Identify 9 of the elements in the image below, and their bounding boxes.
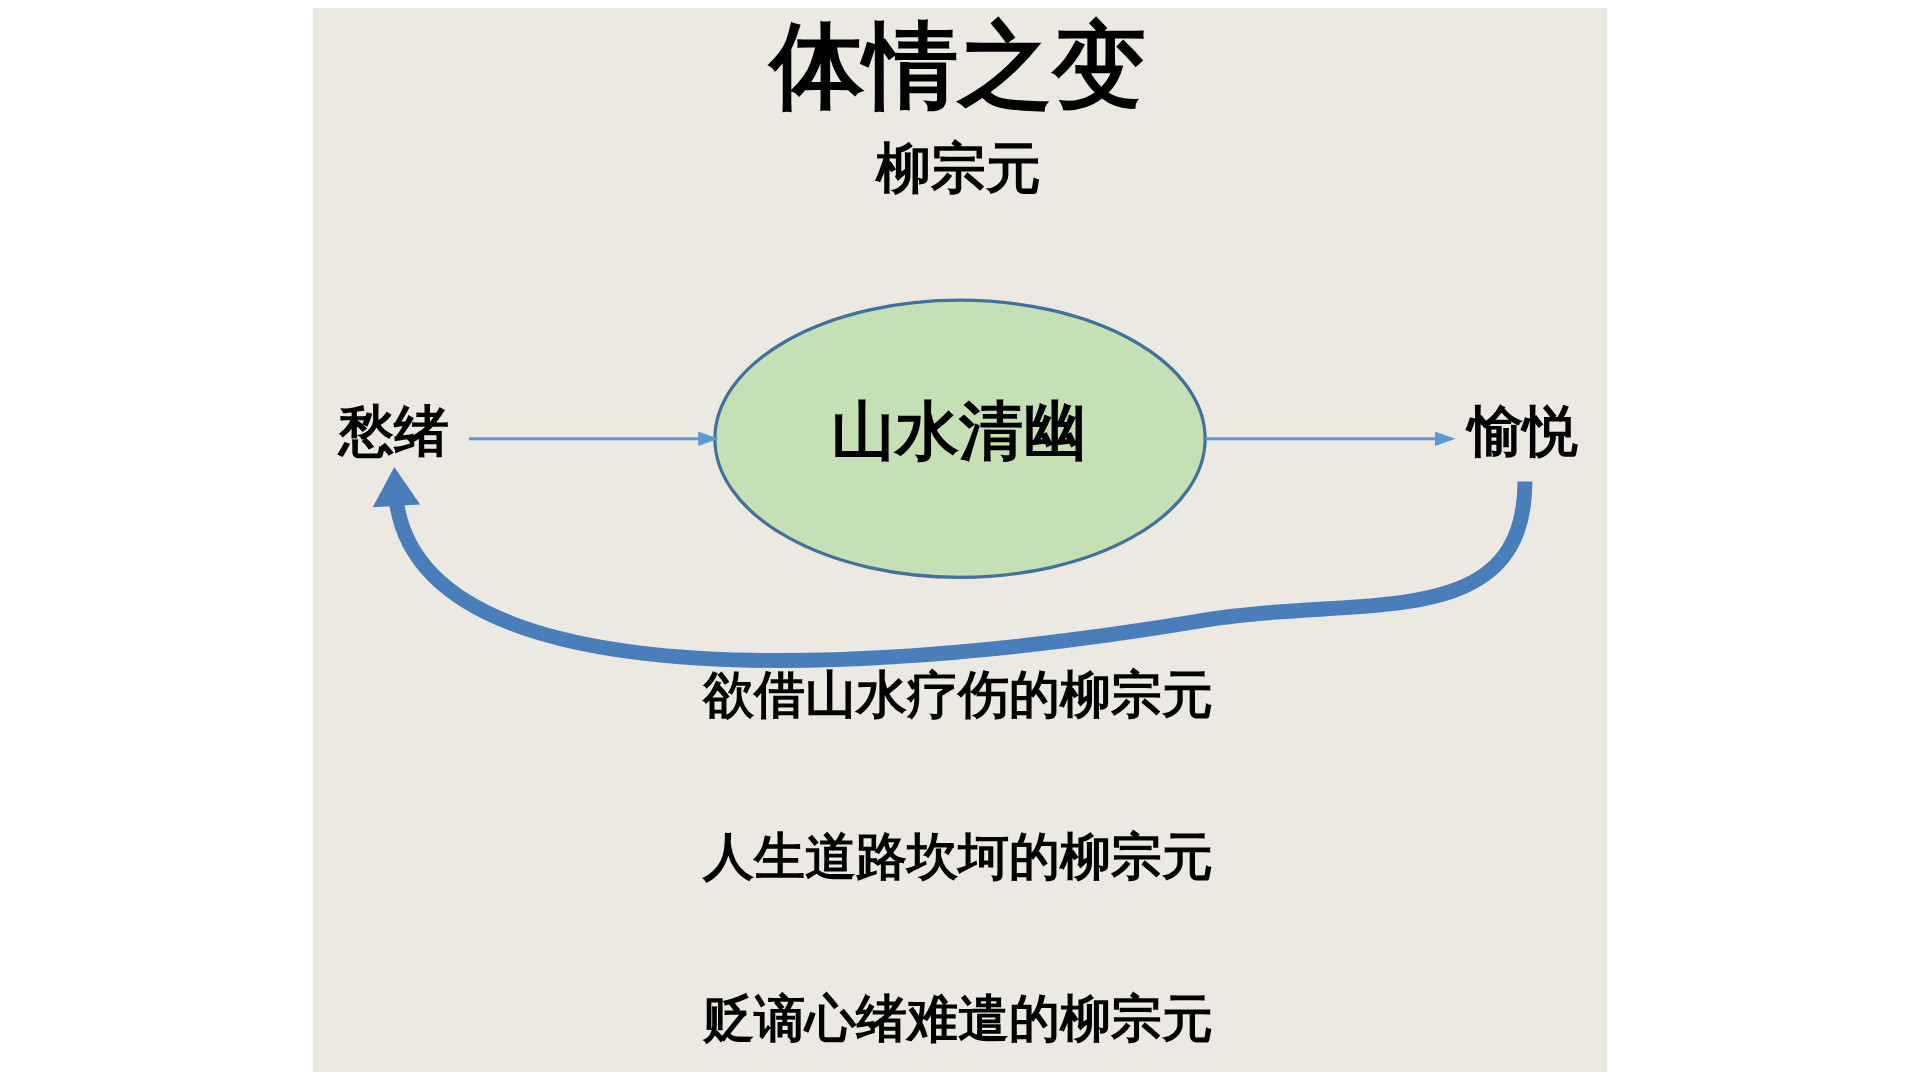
arrow: [1205, 431, 1456, 446]
arrow: [469, 431, 719, 446]
label: 欲借山水疗伤的柳宗元: [703, 665, 1214, 725]
node-text: 愁绪: [338, 399, 449, 464]
node-ellipse: 山水清幽: [713, 298, 1207, 579]
label: 人生道路坎坷的柳宗元: [703, 827, 1214, 887]
label: 柳宗元: [875, 135, 1041, 200]
label: 贬谪心绪难遣的柳宗元: [703, 989, 1214, 1049]
arrow: [372, 467, 1533, 668]
